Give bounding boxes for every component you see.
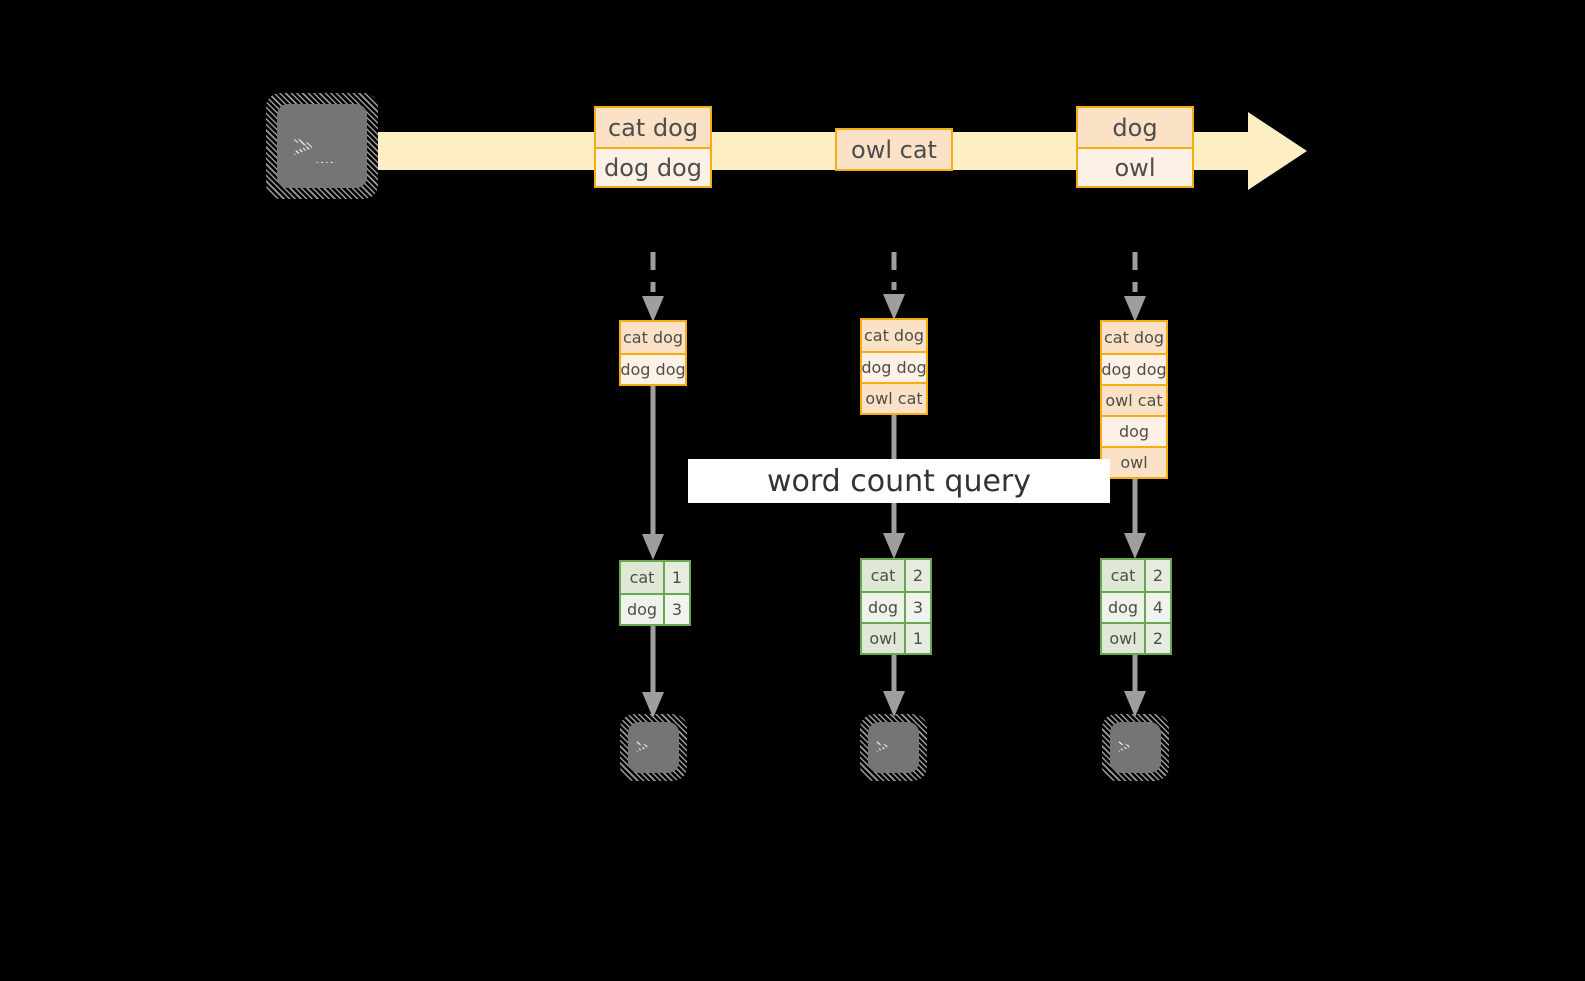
result-word: owl bbox=[1102, 624, 1146, 653]
snapshot-3-sink-connector bbox=[1124, 653, 1146, 717]
result-word: dog bbox=[862, 593, 906, 622]
input-row: dog dog bbox=[1101, 353, 1167, 384]
input-row: dog dog bbox=[861, 351, 927, 382]
input-row: dog bbox=[1102, 415, 1166, 446]
terminal-prompt-glyph: >_ bbox=[876, 734, 902, 758]
result-count: 2 bbox=[906, 560, 930, 591]
snapshot-3-result-table: cat 2 dog 4 owl 2 bbox=[1100, 558, 1172, 655]
result-count: 1 bbox=[665, 562, 689, 593]
terminal-prompt-glyph: >_ bbox=[293, 126, 336, 166]
result-word: cat bbox=[621, 562, 665, 593]
snapshot-3-input-table: cat dog dog dog owl cat dog owl bbox=[1100, 320, 1168, 479]
result-word: cat bbox=[1102, 560, 1146, 591]
result-word: dog bbox=[621, 595, 665, 624]
word-count-query-label: word count query bbox=[688, 459, 1110, 503]
terminal-face bbox=[277, 104, 367, 188]
stream-record-line: cat dog bbox=[596, 108, 710, 147]
snapshot-1-sink-connector bbox=[642, 624, 664, 718]
result-word: cat bbox=[862, 560, 906, 591]
input-row: owl bbox=[1102, 446, 1166, 477]
result-row: dog 3 bbox=[862, 591, 930, 622]
input-row: cat dog bbox=[1102, 322, 1166, 353]
result-row: cat 2 bbox=[1102, 560, 1170, 591]
terminal-face bbox=[868, 722, 919, 773]
result-row: owl 1 bbox=[862, 622, 930, 653]
stream-to-snapshot-connector-2 bbox=[883, 252, 905, 320]
snapshot-3-sink-terminal-icon: >_ bbox=[1102, 714, 1169, 781]
input-row: cat dog bbox=[621, 322, 685, 353]
snapshot-2-result-table: cat 2 dog 3 owl 1 bbox=[860, 558, 932, 655]
input-row: cat dog bbox=[862, 320, 926, 351]
terminal-face bbox=[628, 722, 679, 773]
stream-record-line: dog dog bbox=[596, 147, 710, 186]
snapshot-1-query-connector bbox=[642, 384, 664, 560]
stream-to-snapshot-connector-3 bbox=[1124, 252, 1146, 322]
input-row: owl cat bbox=[1102, 384, 1166, 415]
result-count: 2 bbox=[1146, 560, 1170, 591]
stream-record-line: dog bbox=[1078, 108, 1192, 147]
result-row: cat 1 bbox=[621, 562, 689, 593]
result-row: dog 3 bbox=[621, 593, 689, 624]
stream-record-2: owl cat bbox=[835, 128, 953, 171]
result-row: cat 2 bbox=[862, 560, 930, 591]
input-row: owl cat bbox=[862, 382, 926, 413]
result-row: dog 4 bbox=[1102, 591, 1170, 622]
stream-record-1: cat dog dog dog bbox=[594, 106, 712, 188]
stream-to-snapshot-connector-1 bbox=[642, 252, 664, 322]
snapshot-2-sink-terminal-icon: >_ bbox=[860, 714, 927, 781]
result-count: 2 bbox=[1146, 624, 1170, 653]
stream-record-line: owl bbox=[1078, 147, 1192, 186]
stream-record-line: owl cat bbox=[837, 130, 951, 169]
snapshot-2-input-table: cat dog dog dog owl cat bbox=[860, 318, 928, 415]
result-count: 1 bbox=[906, 624, 930, 653]
terminal-face bbox=[1110, 722, 1161, 773]
snapshot-1-result-table: cat 1 dog 3 bbox=[619, 560, 691, 626]
result-row: owl 2 bbox=[1102, 622, 1170, 653]
snapshot-1-input-table: cat dog dog dog bbox=[619, 320, 687, 386]
input-row: dog dog bbox=[620, 353, 686, 384]
terminal-prompt-glyph: >_ bbox=[636, 734, 662, 758]
result-count: 4 bbox=[1146, 593, 1170, 622]
snapshot-1-sink-terminal-icon: >_ bbox=[620, 714, 687, 781]
snapshot-2-sink-connector bbox=[883, 653, 905, 717]
snapshot-3-query-connector bbox=[1124, 477, 1146, 559]
result-count: 3 bbox=[906, 593, 930, 622]
result-count: 3 bbox=[665, 595, 689, 624]
source-terminal-icon: >_ bbox=[266, 93, 378, 199]
terminal-prompt-glyph: >_ bbox=[1118, 734, 1144, 758]
stream-record-3: dog owl bbox=[1076, 106, 1194, 188]
result-word: owl bbox=[862, 624, 906, 653]
result-word: dog bbox=[1102, 593, 1146, 622]
